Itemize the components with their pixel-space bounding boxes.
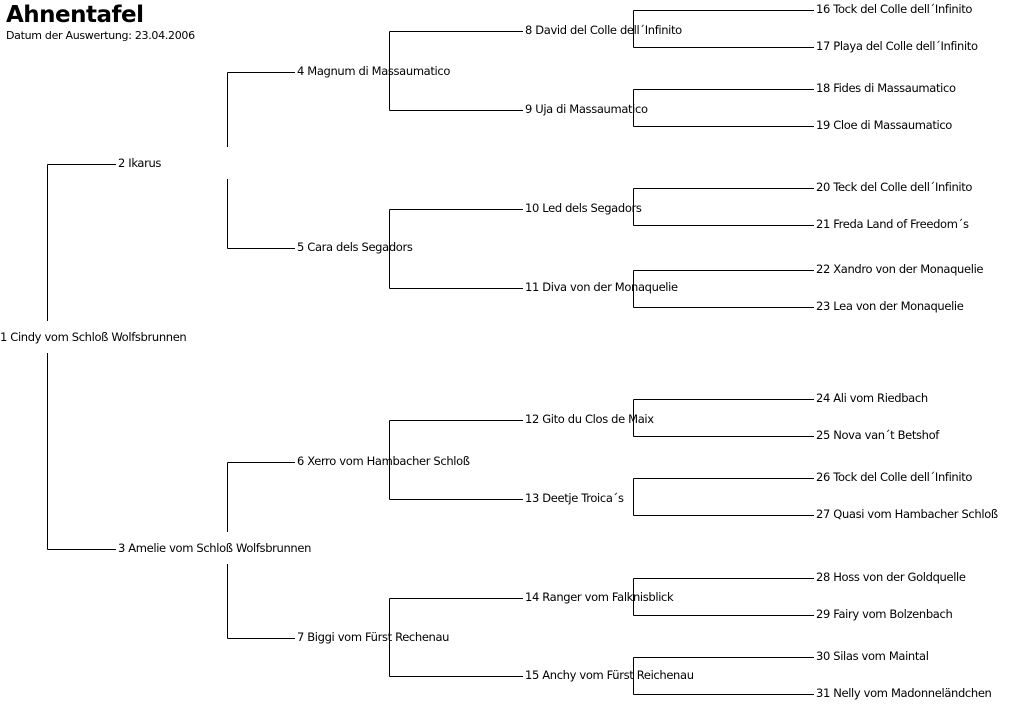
ancestor-22: 22 Xandro von der Monaquelie <box>816 262 984 276</box>
ancestor-28: 28 Hoss von der Goldquelle <box>816 570 966 584</box>
ancestor-20: 20 Teck del Colle dell´Infinito <box>816 180 973 194</box>
ancestor-15: 15 Anchy vom Fürst Reichenau <box>525 668 694 682</box>
ancestor-7: 7 Biggi vom Fürst Rechenau <box>297 630 450 644</box>
ancestor-10: 10 Led dels Segadors <box>525 201 642 215</box>
ancestor-9: 9 Uja di Massaumatico <box>525 102 648 116</box>
ancestor-11: 11 Diva von der Monaquelie <box>525 280 678 294</box>
ancestor-29: 29 Fairy vom Bolzenbach <box>816 607 953 621</box>
ancestor-5: 5 Cara dels Segadors <box>297 240 413 254</box>
ancestor-30: 30 Silas vom Maintal <box>816 649 929 663</box>
ancestor-4: 4 Magnum di Massaumatico <box>297 64 451 78</box>
ancestor-26: 26 Tock del Colle dell´Infinito <box>816 470 973 484</box>
ancestor-12: 12 Gito du Clos de Maix <box>525 412 654 426</box>
ancestor-13: 13 Deetje Troica´s <box>525 491 624 505</box>
ancestor-3: 3 Amelie vom Schloß Wolfsbrunnen <box>118 541 312 555</box>
ancestor-27: 27 Quasi vom Hambacher Schloß <box>816 507 998 521</box>
ancestor-2: 2 Ikarus <box>118 156 162 170</box>
ancestor-24: 24 Ali vom Riedbach <box>816 391 928 405</box>
evaluation-date: Datum der Auswertung: 23.04.2006 <box>6 29 195 42</box>
ancestor-17: 17 Playa del Colle dell´Infinito <box>816 39 978 53</box>
ancestor-25: 25 Nova van´t Betshof <box>816 428 939 442</box>
ancestor-14: 14 Ranger vom Falknisblick <box>525 590 674 604</box>
ancestor-8: 8 David del Colle dell´Infinito <box>525 23 682 37</box>
ancestor-31: 31 Nelly vom Madonneländchen <box>816 686 992 700</box>
ancestor-1: 1 Cindy vom Schloß Wolfsbrunnen <box>0 330 187 344</box>
ancestor-23: 23 Lea von der Monaquelie <box>816 299 964 313</box>
ancestor-16: 16 Tock del Colle dell´Infinito <box>816 2 973 16</box>
ancestor-6: 6 Xerro vom Hambacher Schloß <box>297 454 470 468</box>
ancestor-19: 19 Cloe di Massaumatico <box>816 118 952 132</box>
ancestor-21: 21 Freda Land of Freedom´s <box>816 217 969 231</box>
page-title: Ahnentafel <box>6 2 144 28</box>
ancestor-18: 18 Fides di Massaumatico <box>816 81 956 95</box>
